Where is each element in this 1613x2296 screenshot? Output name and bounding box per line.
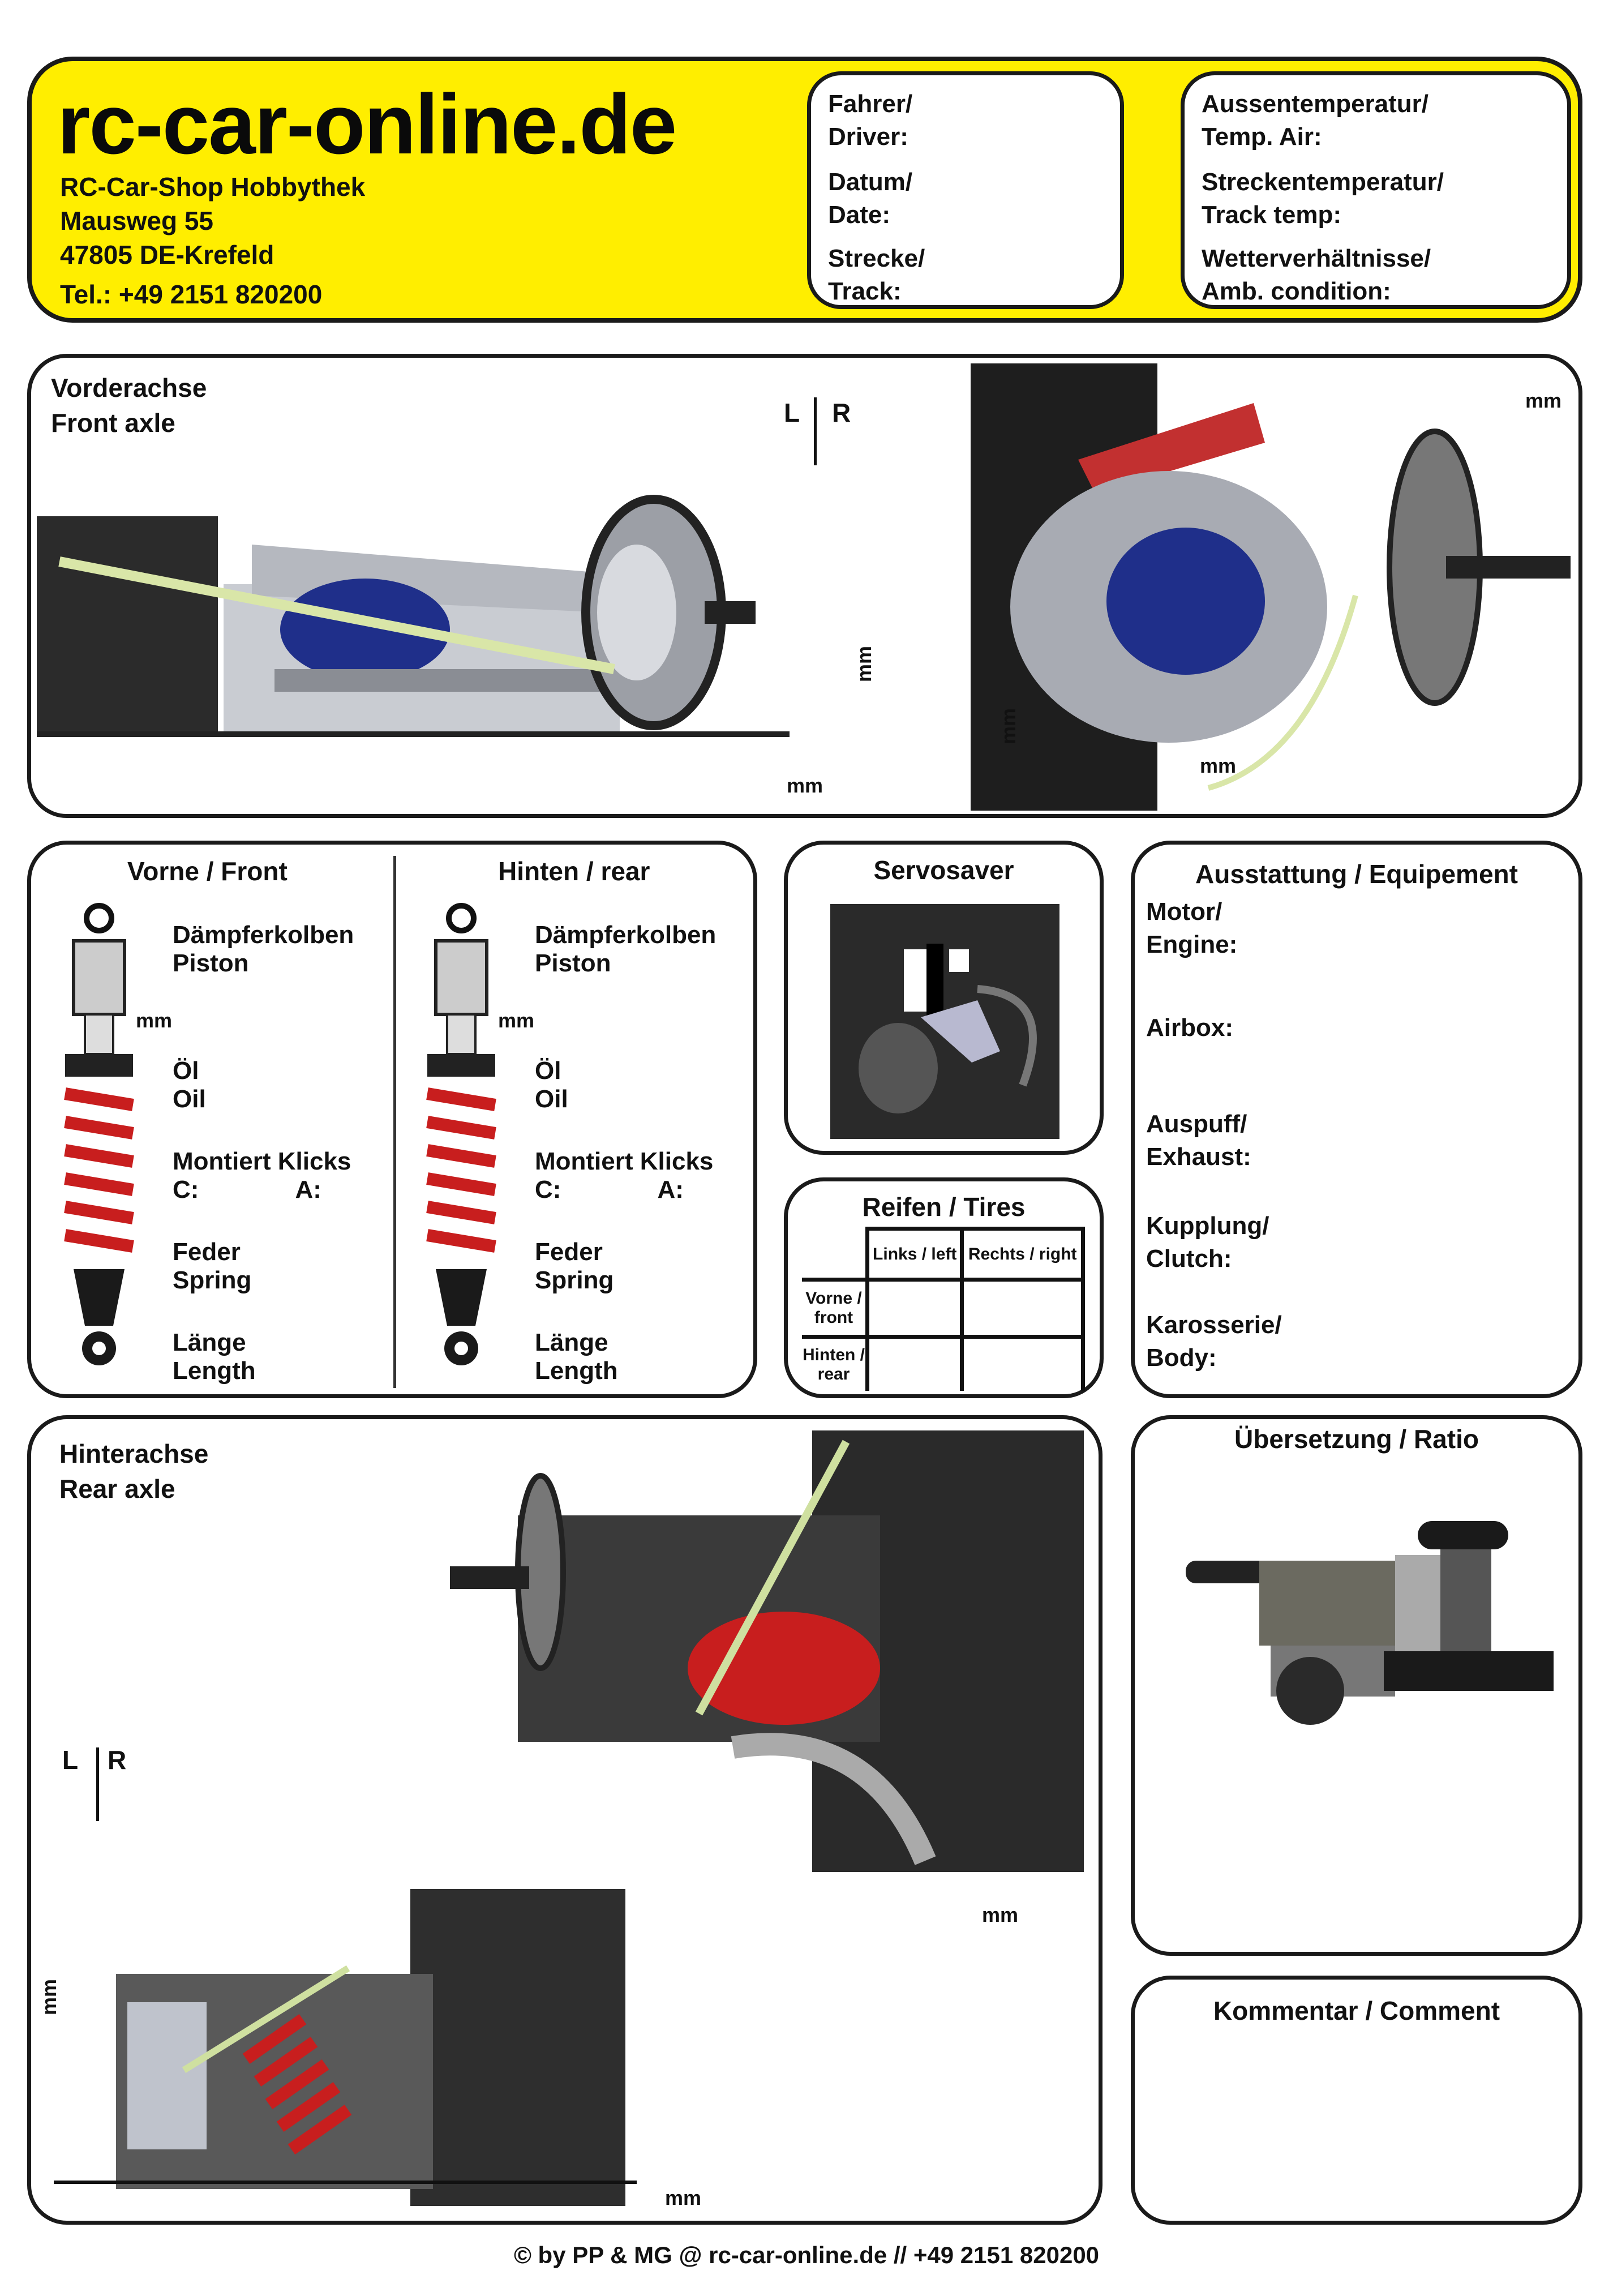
tires-col-left: Links / left [865,1227,964,1282]
front-height-unit: mm [852,645,876,683]
air-temp-label[interactable]: Aussentemperatur/Temp. Air: [1202,90,1429,151]
front-shock-title: Vorne / Front [127,856,288,886]
tires-rear-left-cell[interactable] [865,1334,964,1391]
equipment-panel: Ausstattung / Equipement Motor/Engine: A… [1131,841,1582,1398]
front-left-label: L [784,398,800,427]
exhaust-field[interactable]: Auspuff/Exhaust: [1146,1110,1251,1171]
front-top-unit-3: mm [1200,754,1237,777]
driver-info-box[interactable]: Fahrer/Driver: Datum/Date: Strecke/Track… [807,71,1124,309]
date-label[interactable]: Datum/Date: [828,168,913,229]
lr-divider [814,397,817,465]
rear-track-unit: mm [665,2186,702,2209]
ratio-title: Übersetzung / Ratio [1234,1424,1479,1454]
front-axle-front-photo [37,482,790,765]
tires-title: Reifen / Tires [862,1192,1026,1222]
rear-shock-icon [426,903,496,1365]
conditions-box[interactable]: Aussentemperatur/Temp. Air: Streckentemp… [1181,71,1571,309]
front-right-label: R [832,398,851,427]
rear-right-label: R [108,1745,127,1775]
footer-copyright: © by PP & MG @ rc-car-online.de // +49 2… [513,2242,1100,2268]
front-top-unit-2: mm [997,708,1020,745]
shop-name: RC-Car-Shop Hobbythek [60,172,366,202]
body-field[interactable]: Karosserie/Body: [1146,1311,1282,1372]
driver-label[interactable]: Fahrer/Driver: [828,90,913,151]
rear-shock-title: Hinten / rear [498,856,650,886]
comment-panel[interactable]: Kommentar / Comment [1131,1976,1582,2225]
tires-panel: Reifen / Tires Links / left Rechts / rig… [784,1177,1104,1398]
brand-title: rc-car-online.de [57,76,677,172]
conditions-label[interactable]: Wetterverhältnisse/Amb. condition: [1202,245,1431,305]
servosaver-panel: Servosaver [784,841,1104,1155]
track-label[interactable]: Strecke/Track: [828,245,925,305]
engine-field[interactable]: Motor/Engine: [1146,898,1238,958]
equipment-title: Ausstattung / Equipement [1195,859,1518,889]
shop-street: Mausweg 55 [60,206,213,235]
comment-title: Kommentar / Comment [1213,1996,1500,2025]
front-top-unit-1: mm [1525,389,1562,412]
rear-left-label: L [62,1745,79,1775]
header-banner: rc-car-online.de RC-Car-Shop Hobbythek M… [27,57,1582,323]
rear-axle-top-photo [416,1430,1084,1872]
shop-city: 47805 DE-Krefeld [60,240,274,269]
tires-row-front: Vorne / front [802,1278,869,1339]
rear-axle-front-photo [116,1889,625,2206]
clutch-field[interactable]: Kupplung/Clutch: [1146,1212,1269,1273]
tires-front-left-cell[interactable] [865,1278,964,1339]
tires-front-right-cell[interactable] [960,1278,1085,1339]
ratio-panel: Übersetzung / Ratio [1131,1415,1582,1956]
shop-phone: Tel.: +49 2151 820200 [60,280,323,309]
rear-lr-divider [96,1747,99,1821]
tires-row-rear: Hinten / rear [802,1334,869,1391]
rear-top-unit: mm [982,1903,1019,1926]
shocks-panel: Vorne / Front Hinten / rear Dämpferkolbe… [27,841,757,1398]
gearbox-photo [1169,1521,1559,1793]
rear-piston-unit: mm [498,1009,535,1032]
servosaver-photo [830,904,1059,1139]
airbox-field[interactable]: Airbox: [1146,1014,1233,1042]
tires-table: Links / left Rechts / right Vorne / fron… [802,1227,1085,1391]
shocks-divider [393,856,396,1388]
track-temp-label[interactable]: Streckentemperatur/Track temp: [1202,168,1444,229]
rear-height-unit: mm [37,1978,61,2016]
front-piston-unit: mm [136,1009,173,1032]
front-track-unit: mm [787,774,823,797]
rear-baseline [54,2181,637,2184]
front-axle-top-photo [971,363,1576,811]
tires-col-right: Rechts / right [960,1227,1085,1282]
servosaver-title: Servosaver [873,855,1014,885]
tires-rear-right-cell[interactable] [960,1334,1085,1391]
front-shock-icon [64,903,134,1365]
